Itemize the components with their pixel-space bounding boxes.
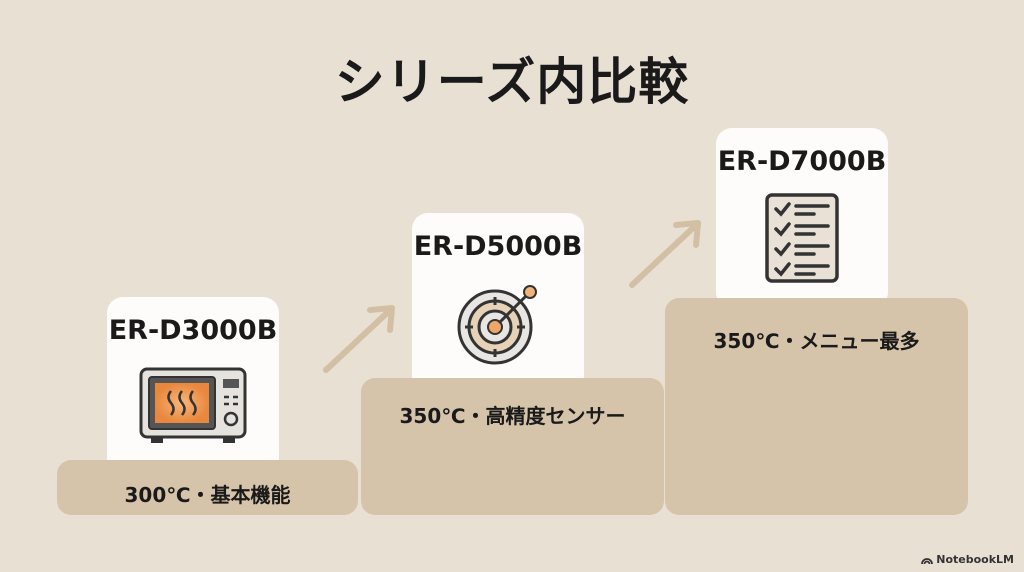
notebooklm-watermark: NotebookLM	[921, 553, 1014, 566]
spec-platform-2: 350℃・高精度センサー	[361, 378, 664, 515]
target-icon	[457, 285, 537, 365]
spec-text: 350℃・高精度センサー	[399, 404, 626, 428]
spec-platform-3: 350℃・メニュー最多	[665, 298, 968, 515]
model-card-3: ER-D7000B	[716, 128, 888, 308]
arrow-step-2-to-3	[629, 220, 701, 288]
spec-text: 350℃・メニュー最多	[713, 329, 920, 353]
model-name: ER-D5000B	[413, 231, 583, 262]
notebooklm-logo-icon	[921, 557, 934, 564]
model-card-2: ER-D5000B	[412, 213, 584, 393]
checklist-icon	[765, 193, 839, 283]
arrow-step-1-to-2	[323, 305, 395, 373]
microwave-icon	[139, 367, 247, 443]
spec-platform-1: 300℃・基本機能	[57, 460, 358, 515]
brand-label: NotebookLM	[936, 553, 1014, 566]
slide-title: シリーズ内比較	[334, 53, 690, 111]
model-card-1: ER-D3000B	[107, 297, 279, 477]
spec-text: 300℃・基本機能	[124, 483, 291, 507]
model-name: ER-D3000B	[108, 315, 278, 346]
model-name: ER-D7000B	[717, 146, 887, 177]
